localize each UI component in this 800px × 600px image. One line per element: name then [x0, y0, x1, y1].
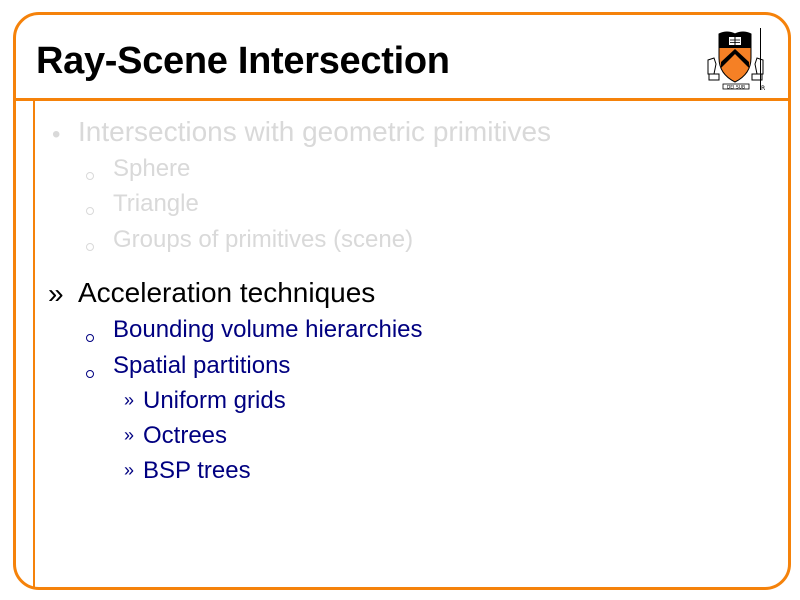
double-chevron-bullet-icon: »	[124, 425, 135, 445]
ring-bullet-icon	[86, 167, 94, 185]
slide-title: Ray-Scene Intersection	[36, 40, 450, 82]
svg-text:R: R	[761, 85, 765, 92]
bullet-dot-icon: •	[52, 121, 61, 148]
sub-sub-bullet-item: Octrees	[143, 422, 228, 449]
ring-bullet-icon	[86, 238, 94, 256]
ring-bullet-icon	[86, 365, 94, 383]
sub-bullet-item: Spatial partitions	[113, 352, 291, 379]
double-chevron-bullet-icon: »	[124, 460, 135, 480]
logo-rule	[760, 28, 761, 90]
sub-bullet-item: Sphere	[113, 155, 191, 182]
sub-sub-bullet-item: Uniform grids	[143, 387, 286, 414]
left-rule	[33, 100, 35, 587]
sub-bullet-item: Groups of primitives (scene)	[113, 226, 414, 253]
bullet-item: Intersections with geometric primitives	[78, 116, 552, 147]
slide-frame	[13, 12, 791, 590]
double-chevron-bullet-icon: »	[124, 390, 135, 410]
princeton-shield-logo-icon: DEI SUB R	[705, 28, 767, 92]
ring-bullet-icon	[86, 329, 94, 347]
bullet-item: Acceleration techniques	[78, 277, 376, 308]
sub-bullet-item: Bounding volume hierarchies	[113, 316, 423, 343]
title-divider	[13, 98, 788, 101]
sub-sub-bullet-item: BSP trees	[143, 457, 251, 484]
double-chevron-bullet-icon: »	[48, 278, 64, 309]
sub-bullet-item: Triangle	[113, 190, 199, 217]
ring-bullet-icon	[86, 202, 94, 220]
svg-text:DEI SUB: DEI SUB	[727, 85, 745, 91]
